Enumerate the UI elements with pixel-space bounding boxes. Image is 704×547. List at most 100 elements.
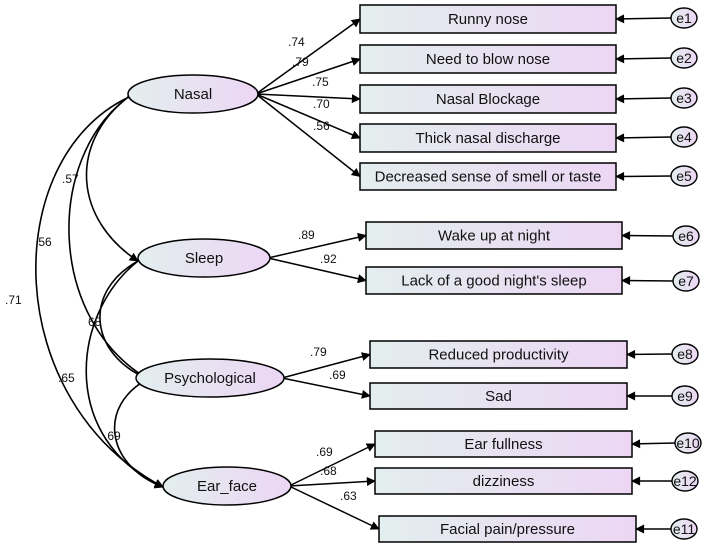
indicator-box-smell [359,162,617,191]
loading-arrow-dizzy [288,476,376,487]
indicator-label-lack: Lack of a good night's sleep [401,273,587,290]
latent-psych [135,358,285,398]
indicator-label-facial: Facial pain/pressure [440,521,575,538]
correlation-label-nasal-ear: .71 [5,293,22,307]
error-label-e12: e12 [673,473,697,489]
loading-label-dizzy: .68 [320,464,337,478]
indicator-label-sad: Sad [485,388,512,405]
loading-label-runny: .74 [288,35,305,49]
loading-arrow-earfull [288,443,376,487]
error-term-e7 [672,270,700,292]
loading-arrow-blow [255,57,361,95]
correlation-label-psych-ear: .69 [104,429,121,443]
error-label-e6: e6 [678,228,694,244]
latent-label-sleep: Sleep [185,250,223,267]
loading-arrow-runny [255,18,361,95]
correlation-label-nasal-sleep: .57 [62,172,79,186]
correlation-arrow-psych-ear [113,371,164,489]
latent-label-psych: Psychological [164,370,256,387]
correlation-label-sleep-ear: .65 [58,371,75,385]
indicator-box-thick [359,123,617,153]
correlation-arrow-nasal-psych [68,89,149,380]
indicator-label-blow: Need to blow nose [426,51,550,68]
error-arrow-e4 [615,133,672,143]
error-label-e2: e2 [676,50,692,66]
error-label-e1: e1 [676,10,692,26]
indicator-label-dizzy: dizziness [473,473,535,490]
indicator-box-sad [369,382,628,410]
indicator-label-thick: Thick nasal discharge [415,130,560,147]
loading-label-block: .75 [312,75,329,89]
loading-label-earfull: .69 [316,445,333,459]
latent-nasal [127,74,259,114]
error-arrow-e7 [621,276,674,286]
loading-arrow-sad [281,377,371,399]
loading-arrow-prod [281,352,371,379]
correlation-arrow-nasal-sleep [85,89,139,262]
indicator-label-wake: Wake up at night [438,228,551,245]
error-term-e2 [670,47,698,69]
correlation-arrow-sleep-psych [99,253,149,381]
indicator-box-facial [378,515,637,543]
error-arrow-e3 [615,94,672,104]
loading-arrow-smell [255,93,361,178]
indicator-box-block [359,84,617,114]
error-arrow-e6 [621,231,674,241]
error-term-e1 [670,7,698,29]
loading-label-prod: .79 [310,345,327,359]
error-term-e3 [670,87,698,109]
indicator-label-prod: Reduced productivity [428,347,569,364]
error-label-e10: e10 [676,435,700,451]
indicator-box-wake [365,221,623,250]
loading-label-blow: .79 [292,55,309,69]
loading-label-facial: .63 [340,489,357,503]
latent-label-ear: Ear_face [197,478,257,495]
loading-label-sad: .69 [329,368,346,382]
indicator-box-lack [365,266,623,295]
indicator-box-earfull [374,430,633,458]
loading-arrow-thick [255,93,361,139]
latent-ear [162,466,292,506]
correlation-label-nasal-psych: .56 [35,235,52,249]
correlation-label-sleep-psych: 68 [88,315,102,329]
error-arrow-e5 [615,171,672,181]
loading-label-wake: .89 [298,228,315,242]
indicator-box-prod [369,340,628,369]
error-label-e5: e5 [676,168,692,184]
loading-arrow-lack [267,257,367,284]
error-term-e11 [670,518,698,540]
loading-arrow-block [255,93,361,104]
indicator-box-blow [359,44,617,74]
error-label-e4: e4 [676,129,692,145]
loading-arrow-facial [288,485,380,530]
error-label-e3: e3 [676,90,692,106]
error-term-e9 [671,385,699,407]
error-arrow-e1 [615,14,672,24]
error-label-e11: e11 [673,521,696,537]
error-term-e8 [671,343,699,365]
indicator-box-dizzy [374,467,633,495]
error-term-e12 [671,470,699,492]
error-arrow-e10 [631,439,676,449]
error-label-e7: e7 [678,273,694,289]
error-label-e9: e9 [677,388,693,404]
loading-arrow-wake [267,232,367,259]
error-arrow-e2 [615,54,672,64]
latent-label-nasal: Nasal [174,86,212,103]
loading-label-lack: .92 [320,252,337,266]
latent-sleep [137,238,271,278]
error-term-e4 [670,126,698,148]
error-label-e8: e8 [677,346,693,362]
error-term-e6 [672,225,700,247]
indicator-label-smell: Decreased sense of smell or taste [375,169,602,186]
error-arrow-e8 [626,349,673,359]
indicator-label-runny: Runny nose [448,11,528,28]
indicator-label-block: Nasal Blockage [436,91,540,108]
loading-label-smell: .56 [313,119,330,133]
error-term-e5 [670,165,698,187]
correlation-arrow-nasal-ear [35,90,164,488]
indicator-label-earfull: Ear fullness [464,436,542,453]
loading-label-thick: .70 [313,97,330,111]
indicator-box-runny [359,4,617,34]
